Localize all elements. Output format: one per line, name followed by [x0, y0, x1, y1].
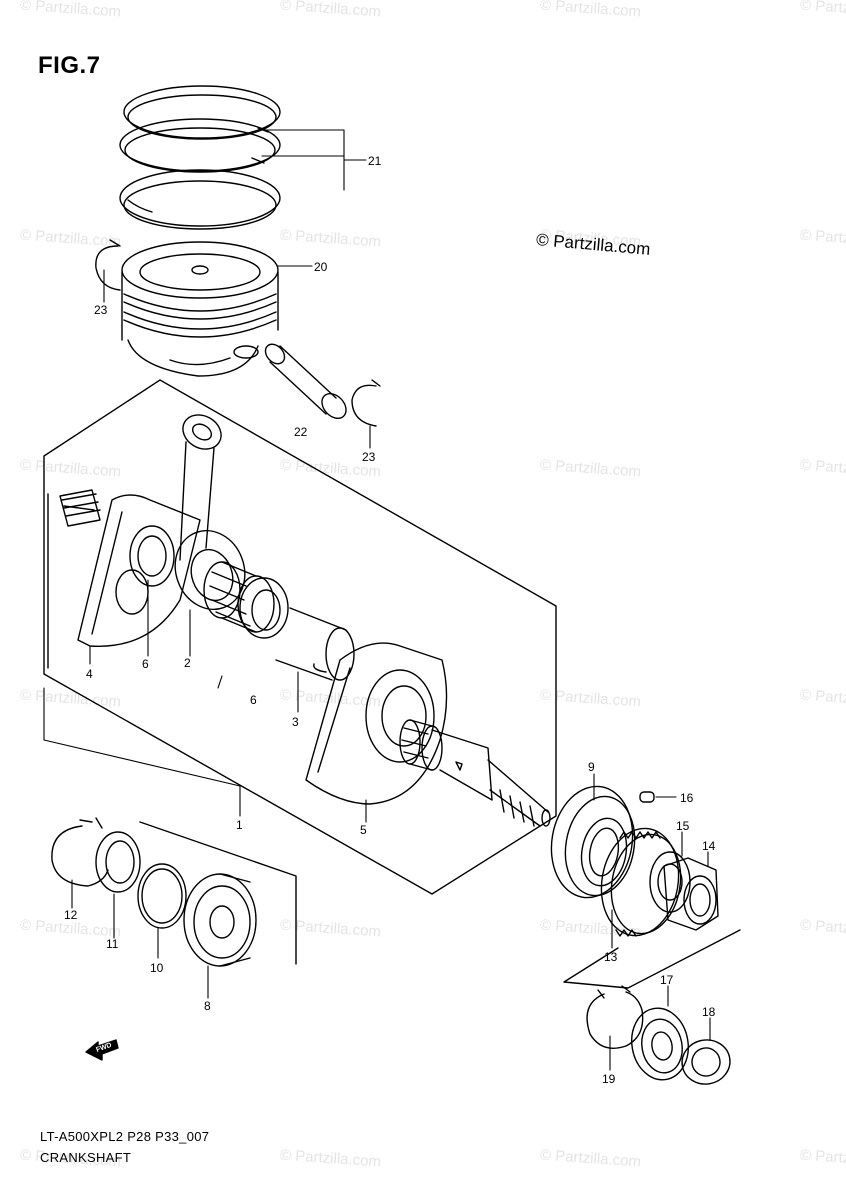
right-bearing-box	[563, 929, 741, 989]
thrust-washer-left	[129, 525, 175, 587]
leader-lines	[43, 129, 711, 1071]
callout-3: 3	[292, 715, 299, 729]
timing-gear-13	[600, 827, 682, 937]
shim-10	[137, 863, 187, 929]
callout-23b: 23	[362, 450, 376, 464]
crankpin-needle-bearing	[203, 561, 275, 633]
callout-4: 4	[86, 667, 93, 681]
front-direction-arrow	[85, 1039, 119, 1061]
callout-9: 9	[588, 760, 595, 774]
bearing-9	[550, 785, 636, 899]
model-code: LT-A500XPL2 P28 P33_007	[40, 1129, 210, 1144]
circlip-12	[51, 817, 109, 887]
piston-pin-circlip-right	[351, 384, 377, 427]
callout-13: 13	[604, 950, 618, 964]
bearing-17	[631, 1007, 689, 1081]
diagram-name: CRANKSHAFT	[40, 1150, 132, 1165]
bearing-8	[183, 873, 257, 967]
connecting-rod	[174, 414, 246, 611]
callout-8: 8	[204, 999, 211, 1013]
callout-5: 5	[360, 823, 367, 837]
callout-labels: 21 20 23 22 23 4 6 2 6 3 1 5 9 16 15 14 …	[64, 154, 716, 1086]
callout-1: 1	[236, 818, 243, 832]
callout-10: 10	[150, 961, 164, 975]
piston	[121, 241, 279, 377]
nut-14	[663, 857, 719, 931]
callout-12: 12	[64, 908, 78, 922]
piston-pin-circlip-left	[95, 245, 121, 291]
crank-pin	[275, 607, 355, 681]
crankshaft-assembly-box	[43, 379, 557, 895]
callout-2: 2	[184, 656, 191, 670]
callout-11: 11	[106, 937, 119, 951]
callout-22: 22	[294, 425, 308, 439]
callout-17: 17	[660, 973, 674, 987]
crankshaft-output-shaft	[399, 719, 551, 827]
piston-pin	[264, 343, 347, 420]
callout-19: 19	[602, 1072, 616, 1086]
callout-20: 20	[314, 260, 328, 274]
circlip-19	[586, 985, 644, 1049]
lower-left-box	[139, 821, 297, 965]
callout-16: 16	[680, 791, 694, 805]
callout-18: 18	[702, 1005, 716, 1019]
oil-seal-11	[95, 831, 141, 893]
left-crank-web	[59, 489, 201, 647]
callout-23a: 23	[94, 303, 108, 317]
key-16	[639, 791, 655, 803]
callout-21: 21	[368, 154, 382, 168]
callout-14: 14	[702, 839, 716, 853]
thrust-washer-right	[239, 577, 289, 639]
figure-title: FIG.7	[38, 52, 101, 79]
right-crank-web	[305, 642, 448, 805]
callout-15: 15	[676, 819, 690, 833]
callout-6b: 6	[250, 693, 257, 707]
piston-ring-set	[119, 85, 281, 230]
callout-6a: 6	[142, 657, 149, 671]
oil-seal-18	[681, 1039, 731, 1085]
